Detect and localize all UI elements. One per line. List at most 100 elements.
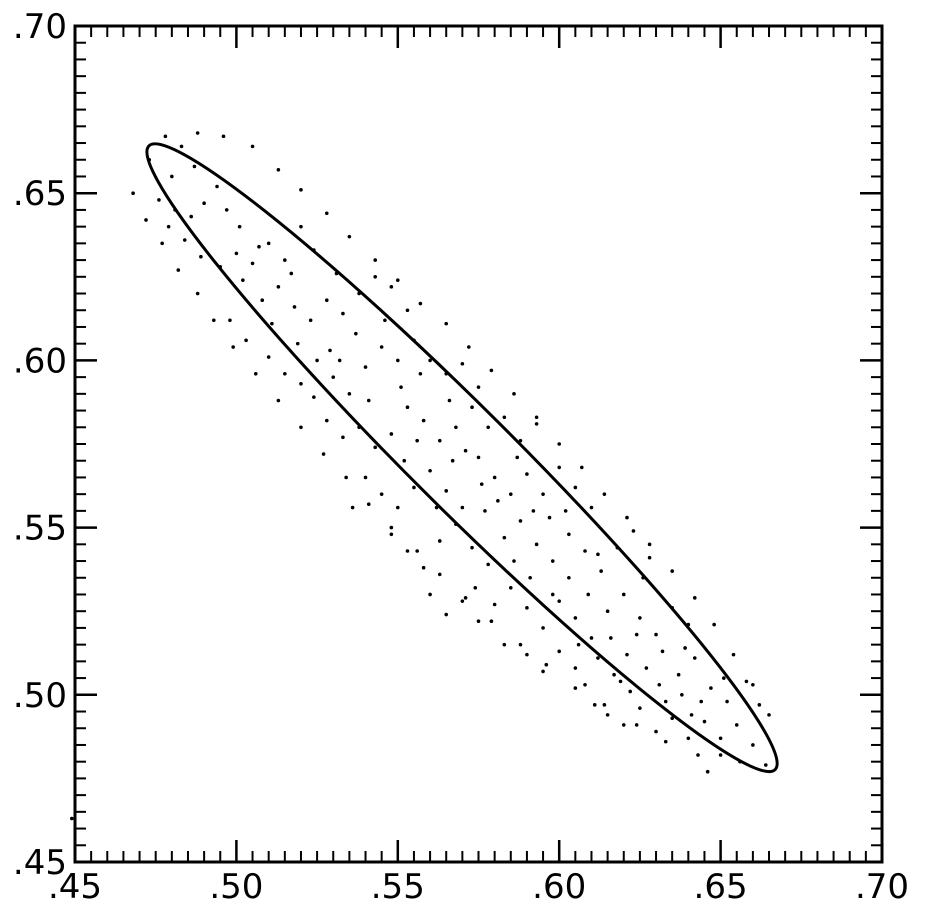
data-point-114 [573,666,578,670]
data-point-239 [596,552,600,557]
data-point-72 [525,472,529,476]
data-point-163 [634,723,639,727]
x-tick-label-0: .45 [48,867,102,907]
data-point-10 [215,184,219,189]
data-point-21 [241,278,245,282]
data-point-57 [470,405,474,410]
data-point-68 [460,505,465,510]
data-point-29 [373,275,378,279]
data-point-140 [705,769,710,774]
data-point-236 [515,455,520,460]
data-point-159 [518,642,523,647]
data-point-78 [405,549,410,553]
data-point-213 [699,699,704,704]
data-point-117 [612,672,616,677]
data-point-48 [324,418,329,423]
data-point-152 [344,475,348,480]
data-point-9 [202,201,206,206]
data-point-181 [579,465,584,470]
data-point-200 [447,398,452,403]
data-point-182 [602,492,607,496]
data-point-172 [373,258,378,262]
data-point-237 [531,509,536,513]
data-point-52 [389,432,394,436]
data-point-229 [295,341,300,346]
data-point-69 [476,455,481,460]
data-point-143 [160,241,164,246]
data-point-221 [502,642,507,647]
data-point-80 [437,539,442,543]
y-tick-label-2: .55 [13,509,67,549]
data-point-190 [767,713,771,717]
data-point-134 [718,736,723,741]
data-point-58 [486,425,490,430]
data-point-188 [731,652,736,657]
data-point-38 [331,375,336,379]
data-point-138 [718,753,723,757]
data-point-158 [489,619,494,624]
data-point-171 [347,234,352,239]
data-point-219 [473,585,478,590]
data-point-151 [321,452,326,456]
data-point-207 [586,592,591,597]
data-point-146 [212,318,216,323]
data-point-174 [418,301,423,306]
data-point-145 [195,291,200,296]
data-point-90 [599,569,603,573]
data-point-39 [347,392,352,396]
data-point-224 [592,703,597,707]
data-point-169 [299,188,303,192]
data-point-94 [428,592,432,597]
data-point-211 [657,682,662,687]
data-point-228 [270,321,274,326]
data-point-179 [534,415,539,420]
data-point-86 [534,542,539,547]
data-point-160 [544,662,549,667]
data-point-89 [583,549,587,553]
y-tick-label-4: .65 [13,174,67,214]
data-point-54 [421,418,426,423]
data-point-231 [328,348,332,353]
data-point-41 [379,345,384,349]
data-point-127 [605,713,610,717]
data-point-46 [460,361,465,366]
data-point-173 [396,278,400,282]
data-point-165 [696,753,700,757]
data-point-189 [751,682,755,687]
data-point-170 [324,211,329,216]
data-point-203 [512,559,516,563]
data-point-44 [428,358,432,363]
data-point-232 [366,398,371,403]
data-point-20 [299,224,303,229]
data-point-129 [638,706,642,710]
data-point-240 [634,632,639,637]
data-point-122 [692,656,697,660]
data-point-71 [508,492,513,496]
data-point-64 [396,505,400,510]
data-point-53 [405,405,410,410]
data-point-121 [676,672,681,677]
data-point-24 [292,305,297,309]
data-point-14 [199,254,203,259]
data-point-40 [363,365,368,369]
data-point-233 [415,438,419,443]
data-point-150 [299,425,303,430]
x-tick-label-4: .65 [694,867,748,907]
data-point-113 [557,649,561,654]
data-point-42 [396,358,400,363]
data-point-214 [722,676,726,680]
data-point-66 [428,468,432,473]
data-point-56 [454,425,458,430]
data-point-2 [195,131,200,135]
data-point-79 [421,565,426,570]
data-point-227 [689,713,694,717]
data-point-147 [231,345,235,349]
data-point-157 [463,596,468,600]
y-tick-label-5: .70 [13,7,67,47]
data-point-154 [389,525,394,530]
data-point-223 [576,642,581,647]
data-point-178 [512,392,516,396]
data-point-222 [550,592,555,597]
data-point-105 [605,609,610,613]
y-tick-label-0: .45 [13,843,67,883]
